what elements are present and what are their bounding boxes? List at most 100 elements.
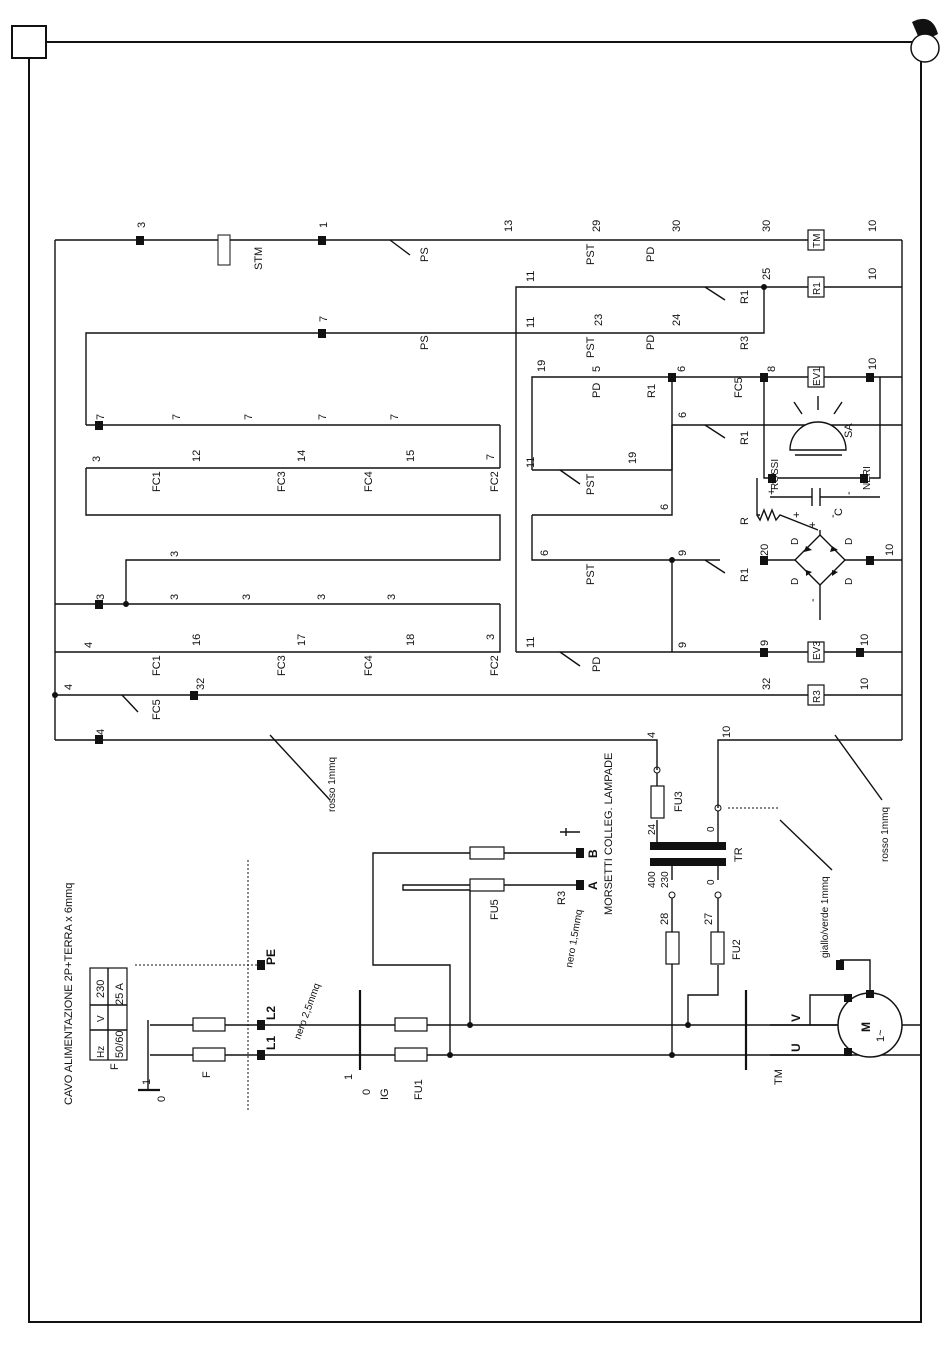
wire-14: 14 [296, 450, 308, 462]
wire-20: 20 [759, 544, 771, 556]
supply-f-label: F [109, 1063, 121, 1070]
pst-label-1: PST [585, 243, 597, 265]
horn-sa-label: SA [843, 423, 855, 438]
wire-30a: 30 [671, 220, 683, 232]
wire-6-r5: 6 [677, 412, 689, 418]
note-nero-15: nero 1,5mmq [564, 909, 585, 969]
wire-10-r4: 10 [867, 358, 879, 370]
lamp-terminal-b: B [586, 849, 600, 858]
wire-4-tr: 4 [646, 732, 658, 738]
wire-3-r8b: 3 [169, 551, 181, 557]
wire-13: 13 [503, 220, 515, 232]
horn-sa [789, 396, 847, 456]
terminal-l2: L2 [264, 1006, 278, 1020]
pd-label-r9: PD [591, 657, 603, 672]
terminal-v: V [789, 1014, 803, 1022]
wire-3-r8e: 3 [316, 594, 328, 600]
diode-d1: D [790, 538, 801, 545]
wire-28: 28 [659, 913, 671, 925]
wire-32-a: 32 [195, 678, 207, 690]
wire-7-r3: 7 [318, 316, 330, 322]
note-morsetti: MORSETTI COLLEG. LAMPADE [603, 753, 615, 915]
r1-label-r2: R1 [739, 290, 751, 304]
r1-label-r4: R1 [646, 384, 658, 398]
brand-logo [910, 18, 940, 63]
pd-label-1: PD [645, 247, 657, 262]
transformer-tr [650, 808, 726, 880]
terminal-pe: PE [264, 949, 278, 965]
r3-label-r3: R3 [739, 336, 751, 350]
wire-10-r10: 10 [859, 678, 871, 690]
wire-30b: 30 [761, 220, 773, 232]
fc5-label-r4: FC5 [733, 377, 745, 398]
note-giallo-verde: giallo/verde 1mmq [820, 876, 831, 958]
fuse-fu1-label: FU1 [413, 1079, 425, 1100]
wire-6-diag: 6 [659, 504, 671, 510]
wire-7-c: 7 [243, 414, 255, 420]
tr-0-out: 0 [706, 826, 717, 832]
wire-23: 23 [593, 314, 605, 326]
wire-19a: 19 [536, 360, 548, 372]
wire-32-b: 32 [761, 678, 773, 690]
wire-3-r8c: 3 [169, 594, 181, 600]
wire-27: 27 [703, 913, 715, 925]
pst-label-r7: PST [585, 563, 597, 585]
coil-tm-label: TM [812, 234, 823, 248]
wire-6-r7: 6 [539, 550, 551, 556]
note-rosso-2: rosso 1mmq [880, 807, 891, 862]
fuse-f-label: F [201, 1071, 213, 1078]
wire-18: 18 [405, 634, 417, 646]
wire-10-r9: 10 [859, 634, 871, 646]
motor-label: M [859, 1022, 873, 1032]
fc4-label-b: FC4 [363, 655, 375, 676]
wire-11-r9: 11 [525, 637, 537, 648]
wire-25: 25 [761, 268, 773, 280]
wire-10-r1: 10 [867, 220, 879, 232]
supply-hz: Hz [96, 1046, 107, 1058]
pd-label-3: PD [591, 383, 603, 398]
bridge-minus: - [807, 598, 819, 602]
wire-9-b: 9 [677, 642, 689, 648]
valve-ev3-label: EV3 [812, 641, 823, 660]
fc1-label-a: FC1 [151, 471, 163, 492]
wire-7-fca: 7 [485, 454, 497, 460]
fc4-label-a: FC4 [363, 471, 375, 492]
supply-v-label: V [96, 1015, 107, 1022]
wire-3-r8a: 3 [95, 594, 107, 600]
terminal-l1: L1 [264, 1036, 278, 1050]
switch-ig-label: IG [379, 1088, 391, 1100]
wire-3-fcb: 3 [485, 634, 497, 640]
terminal-u: U [789, 1043, 803, 1052]
pst-label-r6: PST [585, 473, 597, 495]
diode-d3: D [790, 578, 801, 585]
fc2-label-a: FC2 [489, 471, 501, 492]
fc2-label-b: FC2 [489, 655, 501, 676]
valve-ev1-label: EV1 [812, 367, 823, 386]
diode-d4: D [844, 578, 855, 585]
wire-6-r4: 6 [676, 366, 688, 372]
tr-230: 230 [660, 871, 671, 888]
wire-4-fcb: 4 [83, 642, 95, 648]
control-section: 3 STM 1 PS 13 PST 29 PD 30 30 TM 10 11 R… [52, 220, 903, 744]
wire-15: 15 [405, 450, 417, 462]
fuse-fu3-label: FU3 [673, 791, 685, 812]
supply-volts: 230 [95, 980, 107, 998]
contactor-tm-label: TM [773, 1069, 785, 1085]
tr-24: 24 [647, 823, 658, 835]
fc5-label-r10: FC5 [151, 699, 163, 720]
r1-label-r5: R1 [739, 431, 751, 445]
power-section: CAVO ALIMENTAZIONE 2P+TERRA x 6mmq Hz V … [55, 726, 920, 1110]
wire-12: 12 [191, 450, 203, 462]
ig-zero: 0 [361, 1089, 373, 1095]
capacitor-c-label: C [833, 508, 845, 516]
tr-0-in: 0 [706, 879, 717, 885]
sa-plus: + [766, 489, 778, 495]
fc3-label-a: FC3 [276, 471, 288, 492]
wire-9-a: 9 [677, 550, 689, 556]
pst-label-2: PST [585, 336, 597, 358]
wire-3-r8f: 3 [386, 594, 398, 600]
button-stm-label: STM [253, 247, 265, 270]
wire-10-r2: 10 [867, 268, 879, 280]
fuse-fu5-label: FU5 [489, 899, 501, 920]
